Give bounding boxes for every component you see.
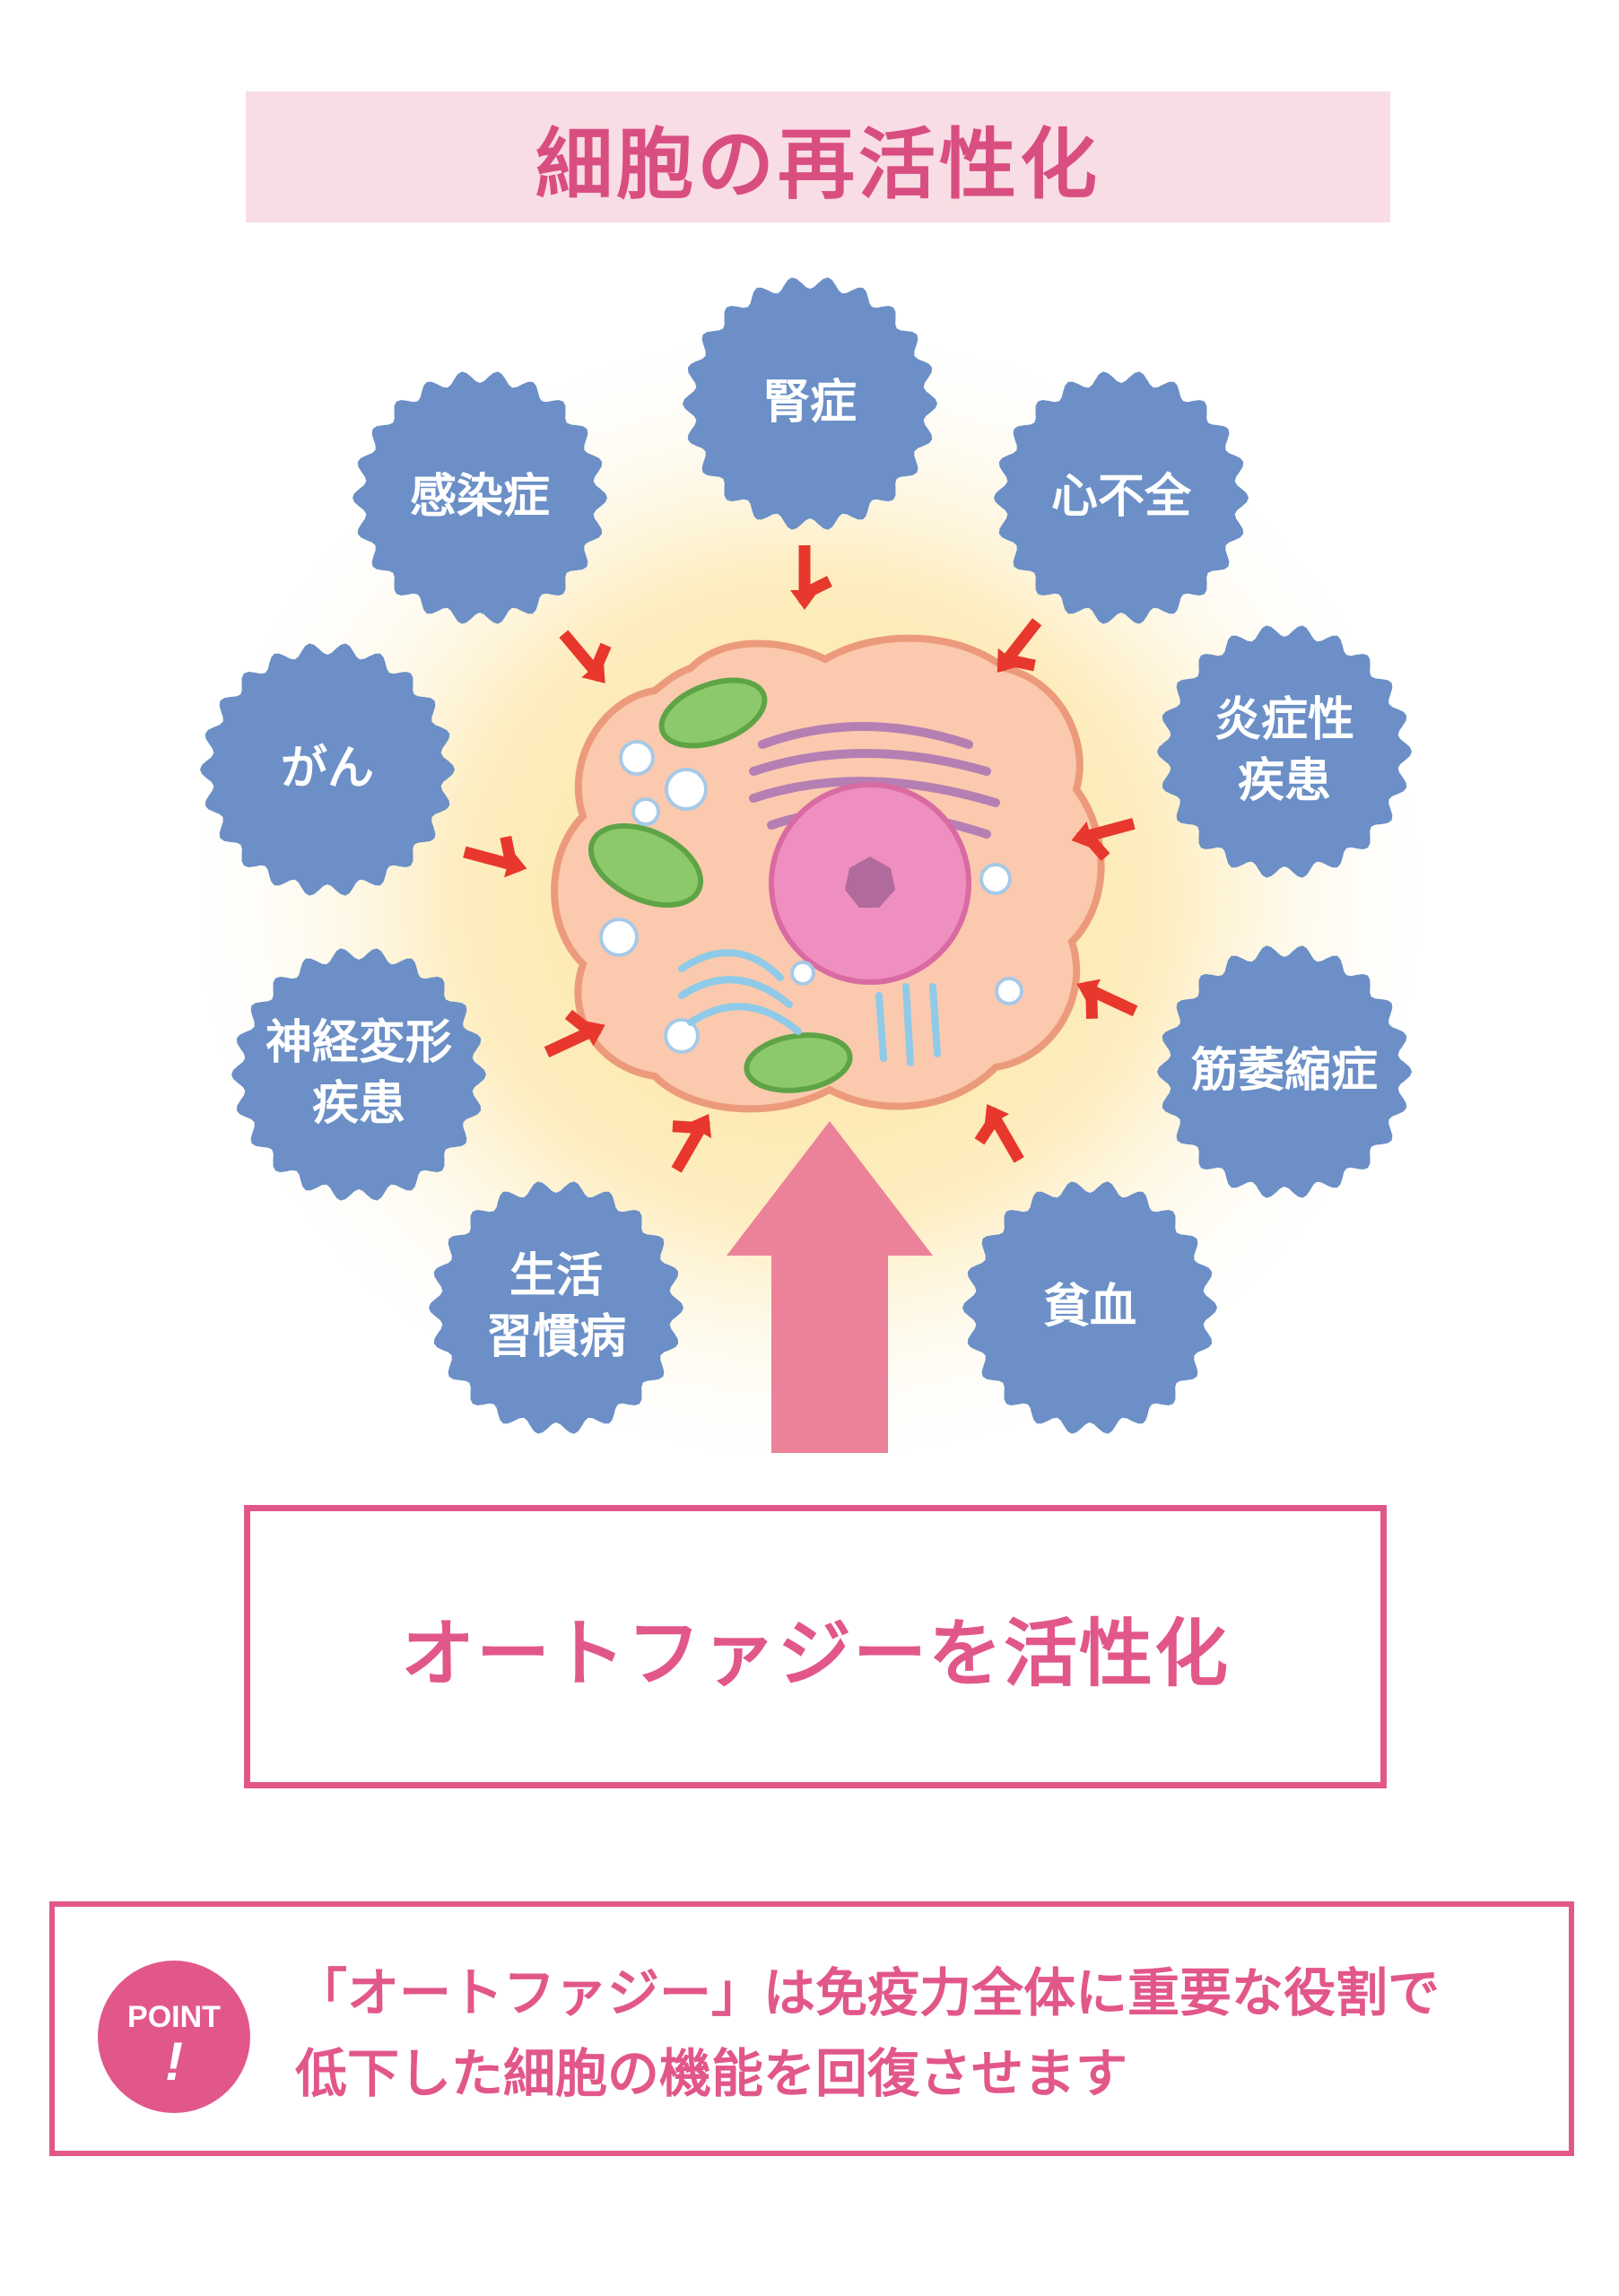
scallop-shape — [962, 1181, 1217, 1434]
mitochondria — [588, 677, 853, 1093]
point-text: 「オートファジー」は免疫力全体に重要な役割で 低下した細胞の機能を回復させます — [295, 1953, 1551, 2115]
badge-kansensho: 感染症 — [350, 368, 610, 628]
badge-hinketsu: 貧血 — [960, 1178, 1220, 1438]
inward-arrow — [1076, 978, 1138, 1019]
scallop-path — [429, 1181, 683, 1434]
scallop-path — [683, 277, 937, 530]
inward-arrow — [790, 545, 832, 610]
badge-shinkei: 神経変形 疾患 — [229, 944, 489, 1205]
scallop-shape — [994, 371, 1249, 624]
badge-jinsho: 腎症 — [680, 274, 940, 534]
scallop-path — [1157, 945, 1412, 1198]
badge-gan: がん — [197, 639, 457, 900]
exclamation-icon: ! — [165, 2031, 183, 2092]
endoplasmic-reticulum — [678, 949, 941, 1066]
badge-label: 心不全 — [1050, 470, 1191, 525]
scallop-path — [962, 1181, 1217, 1434]
inward-arrow — [1071, 818, 1136, 862]
badge-shinfuzen: 心不全 — [991, 368, 1251, 628]
badge-kinishuku: 筋萎縮症 — [1154, 942, 1414, 1202]
title-banner: 細胞の再活性化 — [246, 91, 1390, 222]
nucleolus — [845, 857, 895, 908]
activation-label: オートファジーを活性化 — [400, 1611, 1230, 1697]
point-badge: POINT ! — [98, 1961, 250, 2113]
badge-label: 神経変形 疾患 — [265, 1016, 452, 1131]
scallop-shape — [1157, 625, 1412, 878]
scallop-path — [994, 371, 1249, 624]
vesicles — [599, 740, 1023, 1054]
scallop-path — [200, 643, 455, 896]
point-word: POINT — [127, 2000, 221, 2034]
page-title: 細胞の再活性化 — [535, 119, 1101, 210]
badge-label: 感染症 — [409, 470, 550, 525]
scallop-shape — [1157, 945, 1412, 1198]
scallop-shape — [200, 643, 455, 896]
inward-arrow — [463, 835, 527, 878]
cell-illustration — [551, 634, 1105, 1113]
point-line-2: 低下した細胞の機能を回復させます — [295, 2042, 1128, 2104]
activation-box: オートファジーを活性化 — [244, 1505, 1387, 1788]
scallop-path — [353, 371, 607, 624]
badge-enshosei: 炎症性 疾患 — [1154, 622, 1414, 882]
badge-seikatsu: 生活 習慣病 — [426, 1178, 686, 1438]
inward-arrow — [559, 630, 612, 683]
big-up-arrow — [727, 1121, 933, 1453]
badge-label: 生活 習慣病 — [485, 1249, 626, 1364]
inward-arrow — [974, 1104, 1024, 1163]
inward-arrow — [544, 1009, 605, 1058]
badge-label: 筋萎縮症 — [1190, 1044, 1378, 1099]
inward-arrows — [463, 545, 1138, 1173]
scallop-shape — [231, 948, 486, 1201]
badge-label: 貧血 — [1042, 1280, 1136, 1335]
point-box: POINT ! 「オートファジー」は免疫力全体に重要な役割で 低下した細胞の機能… — [49, 1901, 1574, 2156]
scallop-shape — [353, 371, 607, 624]
scallop-shape — [429, 1181, 683, 1434]
badge-label: がん — [280, 742, 374, 796]
scallop-path — [1157, 625, 1412, 878]
scallop-shape — [683, 277, 937, 530]
inward-arrow — [997, 618, 1042, 673]
badge-label: 炎症性 疾患 — [1214, 693, 1354, 808]
scallop-path — [231, 948, 486, 1201]
point-line-1: 「オートファジー」は免疫力全体に重要な役割で — [295, 1962, 1441, 2023]
inward-arrow — [671, 1114, 712, 1173]
badge-label: 腎症 — [762, 376, 857, 430]
